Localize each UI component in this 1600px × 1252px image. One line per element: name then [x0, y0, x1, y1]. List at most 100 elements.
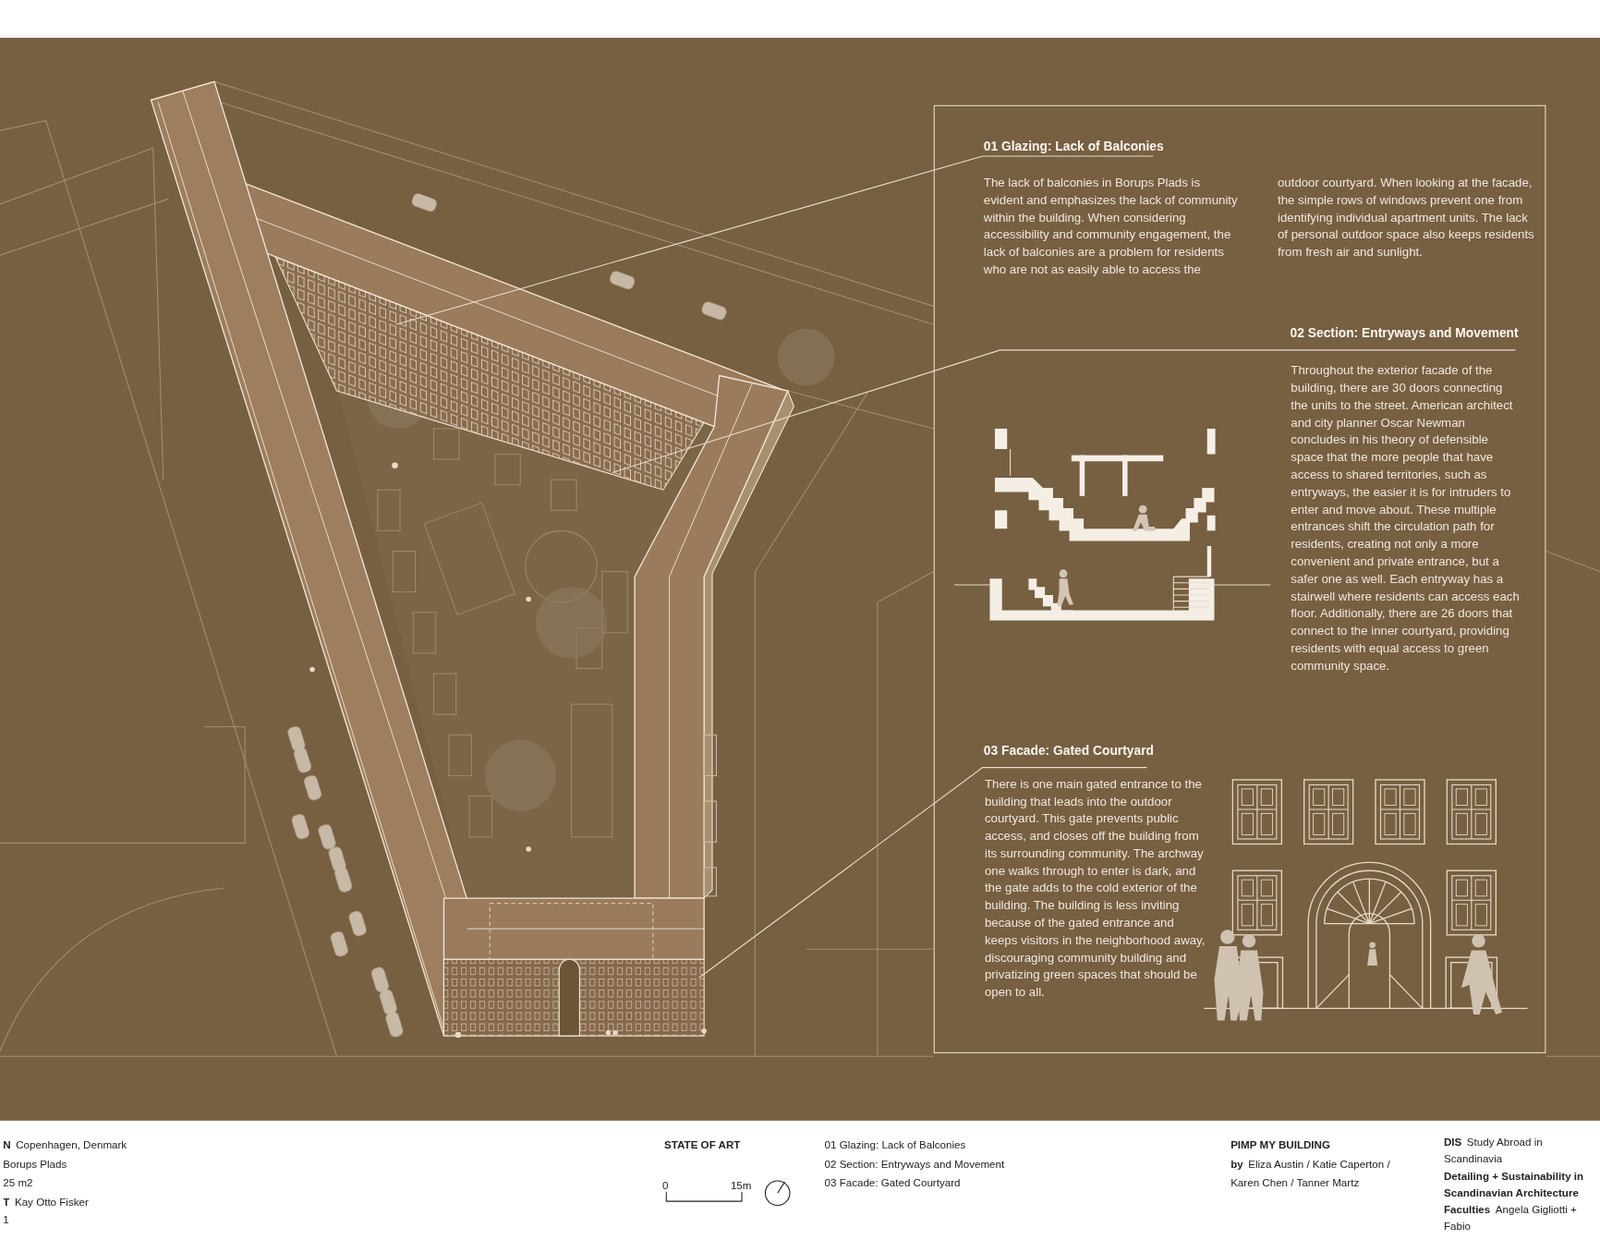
section-figures — [1139, 505, 1148, 514]
footer-block: DISStudy Abroad in ScandinaviaDetailing … — [1443, 1134, 1595, 1236]
facade-drawing — [1304, 779, 1354, 845]
section-drawing — [1207, 545, 1212, 577]
facade-drawing — [1232, 870, 1282, 935]
footer-row: byEliza Austin / Katie Caperton / Karen … — [1230, 1153, 1413, 1192]
footer-row: 25 m2 — [2, 1172, 228, 1191]
facade-drawing — [1446, 779, 1496, 845]
footer-row: STATE OF ART — [664, 1134, 808, 1153]
people — [701, 1028, 707, 1034]
footer-row: FacultiesAngela Gigliotti + Fabio — [1443, 1201, 1595, 1234]
footer-row: Borups Plads — [2, 1153, 228, 1173]
section-drawing — [994, 428, 1007, 449]
facade-drawing — [1369, 942, 1376, 949]
footer-block: 0 — [662, 1175, 693, 1194]
courtyard-sheds — [412, 612, 436, 654]
footer-row: 01 Glazing: Lack of Balconies — [824, 1134, 1091, 1153]
footer-row: 02 Section: Entryways and Movement — [824, 1153, 1091, 1173]
footer-text: 0 — [662, 1178, 668, 1191]
section-drawing — [1207, 515, 1216, 532]
courtyard-sheds — [550, 479, 577, 510]
facade-drawing — [1326, 878, 1413, 924]
section-figures — [1056, 505, 1155, 607]
section-lines — [1173, 576, 1210, 610]
footer-block: STATE OF ART — [664, 1134, 808, 1153]
footer-text: 1 — [2, 1212, 9, 1225]
scale-bar — [666, 1191, 742, 1201]
footer-text: PIMP MY BUILDING — [1230, 1138, 1331, 1151]
roof-ridge — [182, 90, 457, 930]
footer-text: Copenhagen, Denmark — [15, 1138, 127, 1151]
street-lines — [0, 81, 1600, 1056]
west-roof — [150, 81, 467, 1036]
courtyard-sheds — [433, 428, 460, 460]
footer-block: PIMP MY BUILDING byEliza Austin / Katie C… — [1230, 1134, 1413, 1191]
footer-text: DIS — [1443, 1135, 1462, 1148]
facade-drawing — [1242, 933, 1256, 947]
courtyard-sheds — [448, 734, 472, 776]
footer-row: DISStudy Abroad in Scandinavia — [1443, 1134, 1595, 1166]
east-doors — [703, 800, 716, 842]
section-heading: 01 Glazing: Lack of Balconies — [983, 138, 1310, 156]
trees — [777, 328, 836, 387]
footer-text: N — [2, 1138, 11, 1151]
scale-bar — [764, 1180, 790, 1206]
footer-row: T Kay Otto Fisker — [2, 1191, 228, 1211]
footer-text: Eliza Austin / Katie Caperton / Karen Ch… — [1230, 1156, 1391, 1188]
street-lines — [1545, 550, 1600, 571]
gate-arch — [558, 958, 580, 1036]
parked-cars — [370, 965, 390, 994]
section-lines — [954, 583, 991, 585]
facade-drawing — [1367, 948, 1378, 966]
courtyard-sheds — [392, 550, 415, 592]
parked-cars — [384, 1010, 404, 1039]
footer-text: 02 Section: Entryways and Movement — [824, 1156, 1006, 1169]
facade-drawing — [1220, 929, 1235, 944]
facade-drawing — [1324, 878, 1415, 924]
section-drawing — [1207, 428, 1216, 455]
courtyard-sheds — [469, 796, 492, 837]
roof-ridge — [467, 928, 704, 930]
section-drawing — [989, 578, 1214, 620]
section-figures — [1132, 514, 1155, 532]
facade-drawing — [1203, 779, 1528, 1021]
people — [309, 461, 707, 1038]
parked-cars — [292, 746, 313, 775]
street-lines — [0, 147, 164, 480]
facade-drawing — [1471, 933, 1485, 947]
roof-ridge — [232, 208, 751, 408]
section-drawing — [1079, 455, 1086, 497]
people — [455, 1031, 462, 1039]
section-figures — [1059, 569, 1068, 578]
courtyard-sheds — [571, 703, 613, 837]
roof-ridge — [669, 383, 752, 898]
section-drawing — [994, 477, 1214, 541]
parked-cars — [378, 988, 399, 1017]
footer-text: Kay Otto Fisker — [14, 1194, 89, 1207]
section-heading: 03 Facade: Gated Courtyard — [983, 742, 1310, 760]
footer-text: T — [2, 1194, 10, 1207]
footer-row: 1 — [2, 1210, 228, 1229]
facade-drawing — [1375, 779, 1425, 845]
facade-drawing — [1446, 870, 1496, 935]
section-figures — [1056, 578, 1074, 607]
footer-row: N Copenhagen, Denmark — [2, 1134, 228, 1153]
footer-row: PIMP MY BUILDING — [1230, 1134, 1413, 1153]
footer-block: 01 Glazing: Lack of Balconies 02 Section:… — [824, 1134, 1091, 1191]
people — [309, 666, 316, 673]
south-roof — [443, 897, 704, 959]
people — [525, 596, 532, 603]
courtyard-sheds — [433, 673, 456, 715]
section-lines — [1009, 448, 1011, 476]
street-lines — [877, 571, 934, 1057]
facade-drawing — [1213, 929, 1502, 1020]
scale-bar — [777, 1181, 786, 1193]
facade-drawing — [1316, 974, 1423, 1008]
facade-drawing — [1348, 913, 1390, 1009]
section-heading: 02 Section: Entryways and Movement — [1271, 324, 1518, 341]
parked-cars — [303, 774, 323, 802]
street-lines — [754, 392, 868, 1056]
footer-block: N Copenhagen, DenmarkBorups Plads25 m2 T Ka… — [2, 1134, 228, 1229]
parked-cars — [333, 865, 353, 894]
people — [525, 846, 532, 852]
